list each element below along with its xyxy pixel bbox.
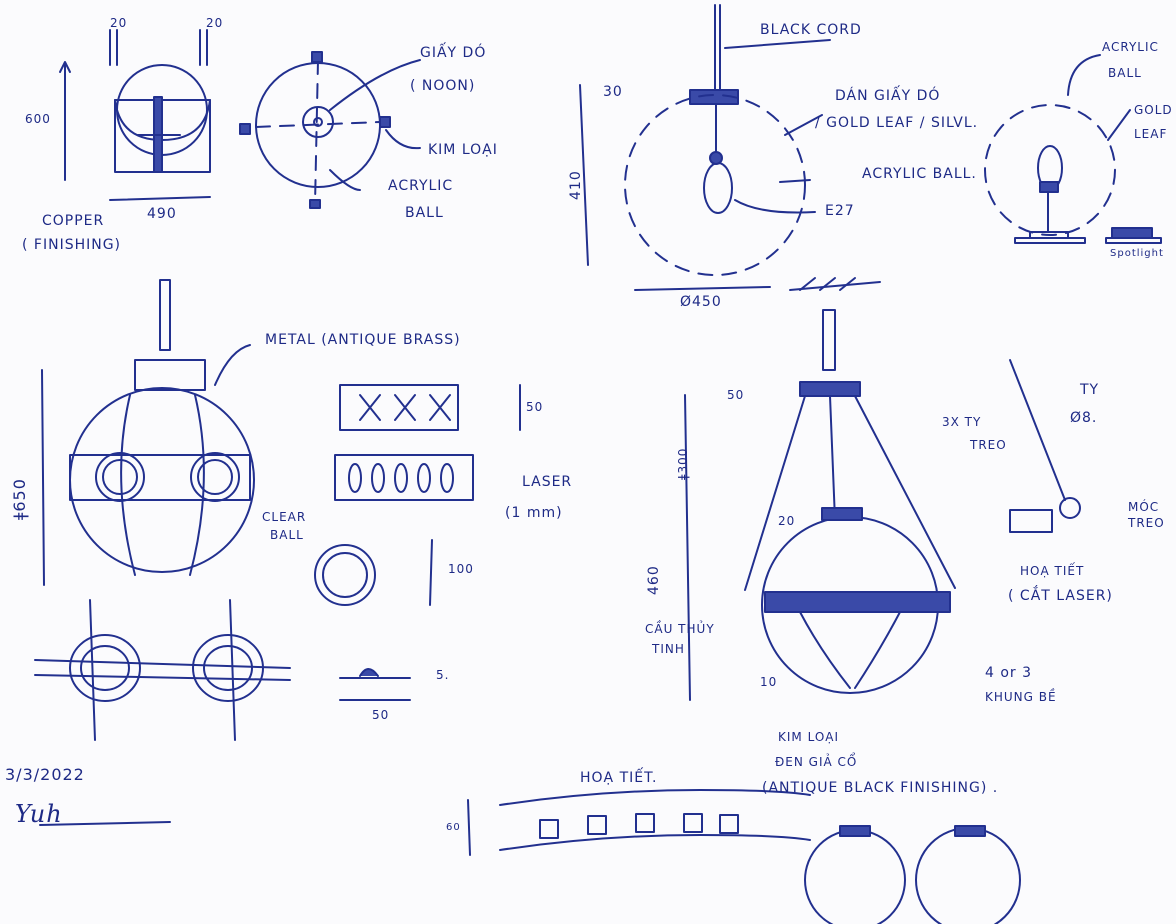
annotation: COPPER (42, 213, 105, 229)
dim-label: 20 (110, 16, 128, 30)
annotation: 3X TY (942, 415, 982, 429)
annotation: LEAF (1134, 127, 1168, 141)
dim-label: 20 (778, 514, 796, 528)
signature-underline (39, 821, 171, 826)
copper-lamp-drawing (59, 29, 211, 201)
annotation: KIM LOẠI (778, 730, 840, 744)
annotation: ( FINISHING) (22, 237, 122, 253)
annotation: GOLD (1134, 103, 1173, 117)
dim-label: 10 (760, 675, 778, 689)
annotation: ACRYLIC (1102, 40, 1159, 54)
annotation: 4 or 3 (985, 665, 1033, 681)
chandelier-drawing (684, 277, 1081, 701)
annotation: / GOLD LEAF / SILVL. (815, 115, 979, 131)
annotation: ACRYLIC (388, 178, 454, 194)
annotation: BALL (405, 205, 444, 221)
dim-label: 20 (206, 16, 224, 30)
dim-label: 100 (448, 562, 474, 576)
annotation: TREO (970, 438, 1007, 452)
dim-label: 30 (603, 84, 623, 100)
annotation: TINH (652, 642, 685, 656)
annotation: ĐEN GIẢ CỔ (775, 755, 858, 769)
dim-label: ǂ300 (676, 447, 690, 480)
annotation: DÁN GIẤY DÓ (835, 88, 941, 104)
dim-label: 5. (436, 668, 450, 682)
annotation: BLACK CORD (760, 22, 862, 38)
annotation: KIM LOẠI (428, 142, 498, 158)
pattern-band-drawing (467, 789, 811, 856)
annotation: ( NOON) (410, 78, 476, 94)
dim-label: 600 (25, 112, 51, 126)
signature: Yuh (15, 800, 63, 828)
annotation: KHUNG BỀ (985, 690, 1057, 704)
annotation: TREO (1128, 516, 1165, 530)
annotation: CLEAR (262, 510, 307, 524)
annotation: E27 (825, 203, 855, 219)
annotation: LASER (522, 474, 573, 490)
dim-label: 50 (526, 400, 544, 414)
annotation: METAL (ANTIQUE BRASS) (265, 332, 461, 348)
dim-label: Ø450 (680, 294, 722, 310)
annotation: HOẠ TIẾT. (580, 770, 658, 786)
annotation: BALL (270, 528, 304, 542)
annotation: (1 mm) (505, 505, 563, 521)
dim-label: 490 (147, 206, 177, 222)
table-lamp-drawing (984, 54, 1162, 244)
pendant-drawing (579, 4, 831, 291)
dim-label: 60 (446, 822, 461, 833)
bottom-lamps-drawing (804, 825, 1021, 924)
annotation: Ø8. (1070, 410, 1098, 426)
annotation: (ANTIQUE BLACK FINISHING) . (762, 780, 999, 796)
annotation: HOẠ TIẾT (1020, 564, 1085, 578)
annotation: ACRYLIC BALL. (862, 166, 977, 182)
dim-label: 460 (646, 565, 662, 595)
date: 3/3/2022 (5, 765, 85, 784)
acrylic-ball-top-view (239, 51, 421, 209)
dim-label: 50 (727, 388, 745, 402)
annotation: BALL (1108, 66, 1142, 80)
annotation: GIẤY DÓ (420, 45, 487, 61)
dim-label: 410 (568, 170, 584, 200)
dim-label: ǂ650 (10, 478, 29, 520)
annotation: MÓC (1128, 500, 1160, 514)
antique-brass-pendant (34, 279, 521, 741)
annotation: TY (1080, 382, 1100, 398)
annotation: ( CẮT LASER) (1008, 588, 1113, 604)
annotation: CẦU THỦY (645, 622, 715, 636)
dim-label: 50 (372, 708, 390, 722)
annotation: Spotlight (1110, 248, 1164, 259)
